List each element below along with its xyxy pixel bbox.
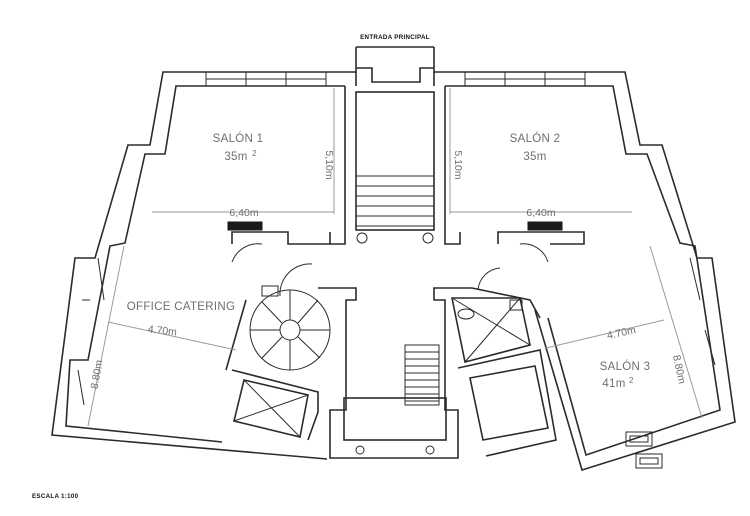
office-catering: OFFICE CATERING 4.70m 8.80m	[89, 301, 235, 390]
catering-name: OFFICE CATERING	[127, 301, 235, 313]
salon-2-width: 6,40m	[526, 207, 555, 219]
spiral-staircase	[249, 289, 331, 371]
salon-2-area: 35m	[523, 151, 546, 163]
top-windows-left	[205, 71, 327, 87]
top-windows-right	[464, 71, 586, 87]
lift-left	[225, 299, 319, 441]
dimension-lines	[87, 88, 703, 427]
catering-depth: 8.80m	[89, 359, 106, 390]
catering-width: 4.70m	[147, 324, 178, 339]
salon-3-name: SALÓN 3	[600, 360, 651, 373]
salon-3-area: 41m	[602, 378, 625, 390]
central-staircase-top	[329, 67, 461, 245]
salon-3: 4.70m SALÓN 3 41m 2 8.80m	[600, 324, 688, 390]
entrance-label: ENTRADA PRINCIPAL	[360, 34, 430, 41]
salon-3-depth: 8.80m	[670, 354, 688, 385]
outer-walls	[51, 46, 736, 472]
salon-2-depth: 5,10m	[452, 150, 464, 179]
corridor-walls	[231, 231, 585, 459]
salon-1-name: SALÓN 1	[213, 132, 264, 145]
central-staircase-bottom	[355, 344, 440, 455]
fireplace-right	[527, 221, 563, 231]
salon-3-area-sup: 2	[629, 376, 634, 385]
salon-1: SALÓN 1 35m 2 6,40m 5,10m	[213, 132, 335, 219]
salon-2-name: SALÓN 2	[510, 132, 561, 145]
scale-label: ESCALA 1:100	[32, 493, 79, 500]
salon-3-width: 4.70m	[606, 324, 637, 342]
salon-1-width: 6,40m	[229, 207, 258, 219]
side-windows	[77, 257, 716, 406]
salon-2: SALÓN 2 35m 6,40m 5,10m	[452, 132, 560, 219]
wc-block	[451, 287, 541, 363]
door-swings-left	[231, 243, 313, 297]
radiators-right	[625, 431, 663, 469]
door-swings-right	[477, 243, 549, 291]
lift-right	[457, 349, 557, 457]
salon-1-area: 35m	[224, 151, 247, 163]
salon-1-area-sup: 2	[252, 149, 257, 158]
fireplace-left	[227, 221, 263, 231]
salon-1-depth: 5,10m	[323, 150, 335, 179]
